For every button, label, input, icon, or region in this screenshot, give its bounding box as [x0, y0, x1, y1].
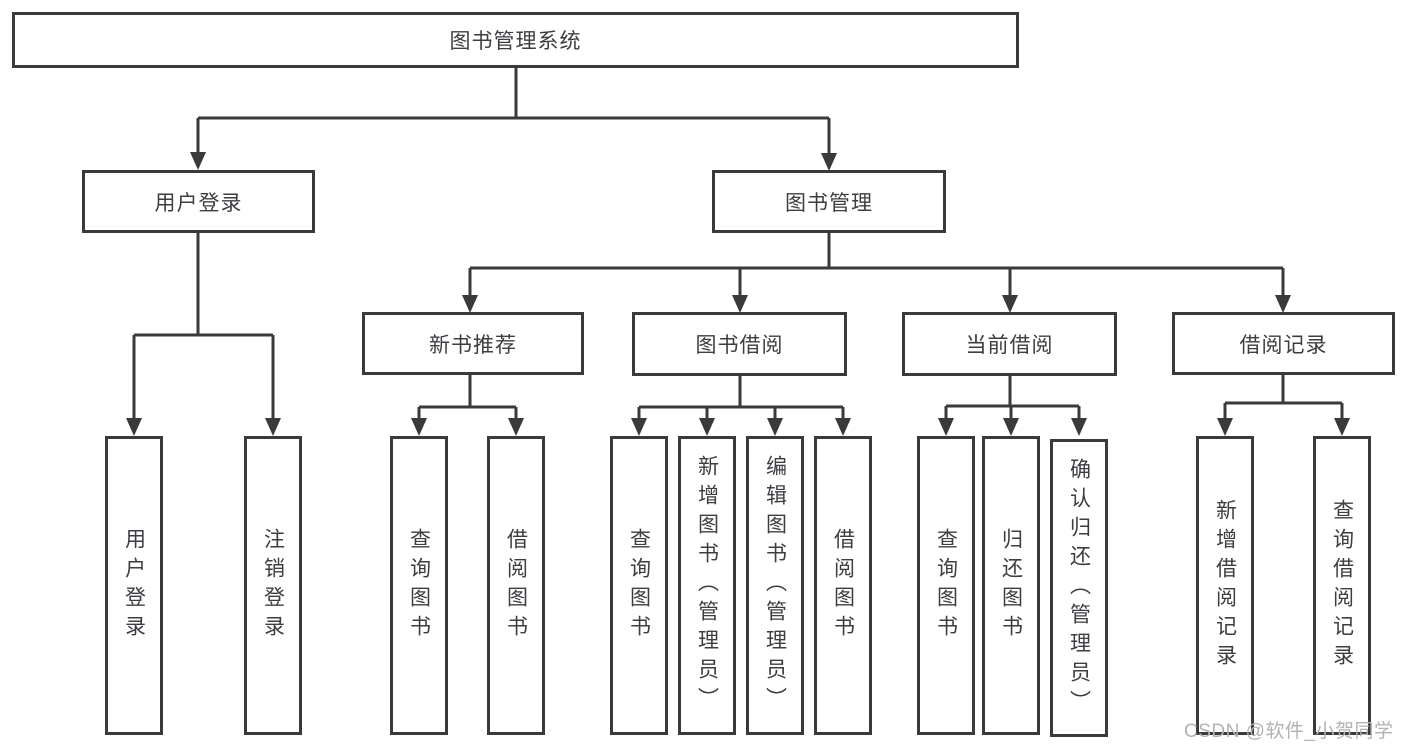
leaf-user-login-label: 用户登录 — [122, 527, 146, 644]
leaf-record-add-label: 新增借阅记录 — [1213, 498, 1237, 673]
node-user-login-label: 用户登录 — [154, 191, 243, 215]
node-user-login: 用户登录 — [82, 170, 315, 233]
leaf-borrow-edit-admin-label: 编辑图书（管理员） — [763, 455, 787, 716]
leaf-newbook-query: 查询图书 — [390, 436, 448, 735]
leaf-return-book: 归还图书 — [982, 436, 1040, 735]
connector-root-to-level2 — [196, 68, 831, 154]
node-new-book-label: 新书推荐 — [429, 333, 517, 357]
root-node-label: 图书管理系统 — [449, 30, 582, 53]
leaf-borrow-add-admin: 新增图书（管理员） — [678, 436, 736, 735]
node-book-borrow: 图书借阅 — [632, 312, 847, 376]
leaf-borrow-query: 查询图书 — [610, 436, 668, 735]
leaf-record-add: 新增借阅记录 — [1196, 436, 1254, 735]
connector-book-borrow-to-leaves — [637, 376, 845, 419]
leaf-confirm-return-admin-label: 确认归还（管理员） — [1067, 457, 1091, 719]
leaf-borrow-query-label: 查询图书 — [627, 527, 651, 644]
leaf-record-query: 查询借阅记录 — [1313, 436, 1371, 735]
node-book-mgmt-label: 图书管理 — [785, 191, 873, 215]
leaf-logout-label: 注销登录 — [261, 527, 285, 644]
connector-book-mgmt-to-level3 — [468, 233, 1285, 296]
node-current-borrow: 当前借阅 — [902, 312, 1117, 376]
leaf-logout: 注销登录 — [244, 436, 302, 735]
leaf-record-query-label: 查询借阅记录 — [1330, 498, 1354, 673]
csdn-watermark: CSDN @软件_小贺同学 — [1184, 721, 1394, 742]
leaf-return-book-label: 归还图书 — [999, 527, 1023, 644]
connector-new-book-to-leaves — [417, 375, 518, 419]
connector-borrow-record-to-leaves — [1223, 375, 1344, 419]
leaf-current-query-label: 查询图书 — [934, 527, 958, 644]
node-borrow-record-label: 借阅记录 — [1239, 333, 1328, 357]
leaf-confirm-return-admin: 确认归还（管理员） — [1050, 439, 1108, 737]
node-borrow-record: 借阅记录 — [1172, 312, 1395, 375]
leaf-borrow-edit-admin: 编辑图书（管理员） — [746, 436, 804, 735]
leaf-borrow-add-admin-label: 新增图书（管理员） — [695, 455, 719, 716]
leaf-user-login: 用户登录 — [105, 436, 163, 735]
node-book-borrow-label: 图书借阅 — [695, 334, 784, 357]
root-node-system: 图书管理系统 — [12, 12, 1019, 68]
connector-current-borrow-to-leaves — [944, 376, 1081, 419]
connector-user-login-to-leaves — [132, 233, 275, 419]
node-current-borrow-label: 当前借阅 — [965, 334, 1054, 357]
leaf-newbook-borrow: 借阅图书 — [487, 436, 545, 735]
leaf-newbook-borrow-label: 借阅图书 — [504, 527, 528, 644]
node-new-book: 新书推荐 — [362, 312, 584, 375]
node-book-mgmt: 图书管理 — [712, 170, 946, 233]
leaf-borrow-book: 借阅图书 — [814, 436, 872, 735]
leaf-borrow-book-label: 借阅图书 — [831, 527, 855, 644]
leaf-newbook-query-label: 查询图书 — [407, 527, 431, 644]
leaf-current-query: 查询图书 — [917, 436, 975, 735]
